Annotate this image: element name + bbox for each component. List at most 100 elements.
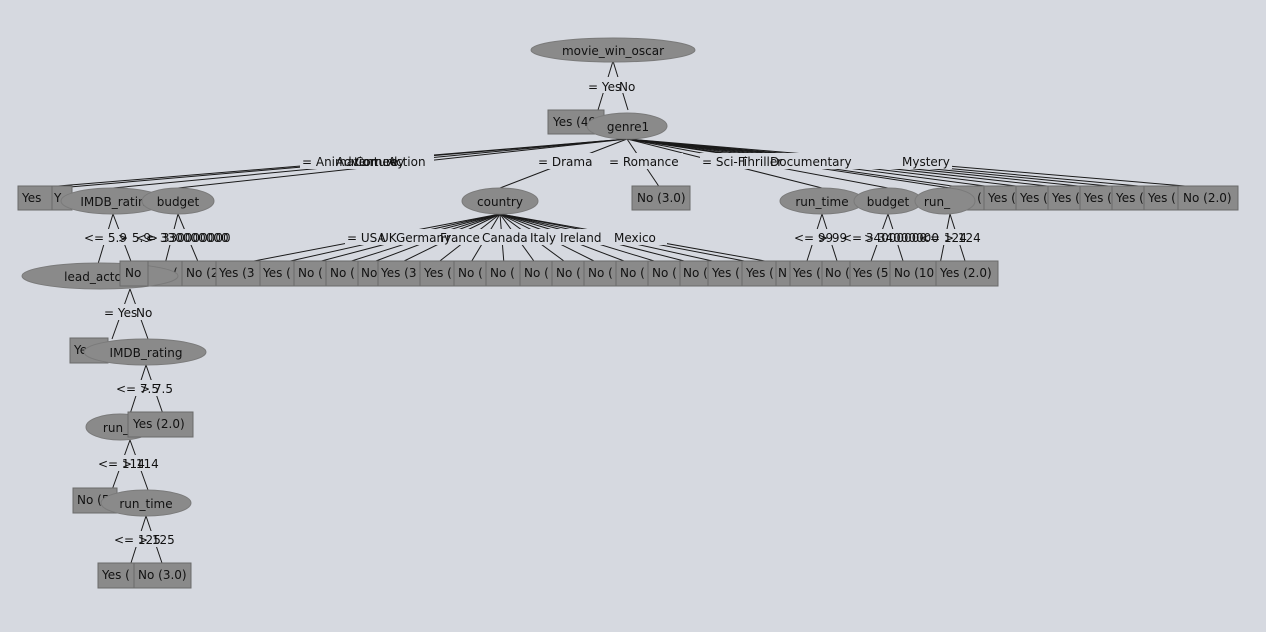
decision-node-movie-win-oscar[interactable]: movie_win_oscar bbox=[530, 37, 696, 63]
svg-text:Yes (: Yes ( bbox=[1019, 191, 1048, 205]
svg-text:Yes (2.0): Yes (2.0) bbox=[132, 417, 185, 431]
leaf-node-budget2-le[interactable]: Yes (5 bbox=[849, 260, 891, 287]
decision-node-imdb-rating-1[interactable]: IMDB_ratin bbox=[60, 187, 166, 215]
svg-text:No (: No ( bbox=[588, 266, 613, 280]
svg-text:IMDB_ratin: IMDB_ratin bbox=[80, 195, 145, 209]
edge-label-genre-mystery: Mystery bbox=[902, 155, 950, 169]
edge-label-country-italy: Italy bbox=[530, 231, 556, 245]
leaf-node-country-11[interactable]: No ( bbox=[551, 260, 585, 287]
leaf-node-genre-right-4[interactable]: Yes ( bbox=[1047, 185, 1081, 211]
svg-text:Yes (: Yes ( bbox=[262, 266, 291, 280]
leaf-node-genre-right-3[interactable]: Yes ( bbox=[1015, 185, 1049, 211]
edge-label-runtime2-gt: > 125 bbox=[138, 533, 175, 547]
svg-text:No (: No ( bbox=[825, 266, 850, 280]
leaf-node-country-9[interactable]: No ( bbox=[485, 260, 521, 287]
svg-text:Yes (: Yes ( bbox=[101, 568, 130, 582]
decision-node-country[interactable]: country bbox=[461, 187, 539, 215]
svg-text:Yes (: Yes ( bbox=[1147, 191, 1176, 205]
svg-text:Yes (: Yes ( bbox=[711, 266, 740, 280]
leaf-node-genre-right-7[interactable]: Yes ( bbox=[1143, 185, 1179, 211]
decision-node-run-2[interactable]: run_ bbox=[914, 187, 976, 215]
svg-text:No (3.0): No (3.0) bbox=[637, 191, 686, 205]
leaf-node-runtime2-gt[interactable]: No (3.0) bbox=[133, 562, 192, 589]
decision-node-run-time-2[interactable]: run_time bbox=[100, 489, 192, 517]
decision-node-genre1[interactable]: genre1 bbox=[586, 112, 668, 140]
svg-text:No: No bbox=[125, 266, 141, 280]
leaf-node-run2[interactable]: Yes (2.0) bbox=[935, 260, 999, 287]
edge-label-runtime1-le: <= 99 bbox=[794, 231, 833, 245]
svg-text:Yes (5: Yes (5 bbox=[852, 266, 889, 280]
edge-label-genre-animation: = Animation bbox=[302, 155, 377, 169]
leaf-node-budget1-gt[interactable]: No (2 bbox=[181, 260, 218, 287]
leaf-node-country-7[interactable]: Yes ( bbox=[419, 260, 455, 287]
svg-text:Yes (3: Yes (3 bbox=[218, 266, 255, 280]
leaf-node-genre-right-5[interactable]: Yes ( bbox=[1079, 185, 1113, 211]
leaf-node-country-15[interactable]: No ( bbox=[679, 260, 709, 287]
leaf-node-genre-animation[interactable]: Yes bbox=[17, 185, 53, 211]
edge-label-imdb2-le: <= 7.5 bbox=[116, 382, 159, 396]
svg-text:No (3.0): No (3.0) bbox=[138, 568, 187, 582]
edge-label-budget1-gt: > 330000000 bbox=[148, 231, 231, 245]
edge-label-genre-thriller: Thriller bbox=[739, 155, 782, 169]
edge-label-country-germany: Germany bbox=[396, 231, 451, 245]
svg-text:movie_win_oscar: movie_win_oscar bbox=[562, 44, 664, 58]
edge-label-budget2-le: <= 34000000 bbox=[842, 231, 927, 245]
leaf-node-runtime2-le[interactable]: Yes ( bbox=[97, 562, 135, 589]
edge-label-genre-documentary: Documentary bbox=[770, 155, 852, 169]
edge-label-imdb1-le: <= 5.9 bbox=[84, 231, 127, 245]
edge-label-genre-comedy: Comedy bbox=[355, 155, 405, 169]
svg-text:Yes (49: Yes (49 bbox=[552, 115, 596, 129]
svg-text:No (: No ( bbox=[458, 266, 483, 280]
edge-label-runtime2-le: <= 125 bbox=[114, 533, 161, 547]
edge-labels: = Yes No = Animation Adventure Comedy Ac… bbox=[82, 77, 981, 547]
leaf-node-country-4[interactable]: No ( bbox=[325, 260, 359, 287]
leaf-node-country-3[interactable]: No ( bbox=[293, 260, 327, 287]
svg-text:No (: No ( bbox=[298, 266, 323, 280]
edge-label-country-mexico: Mexico bbox=[614, 231, 656, 245]
svg-text:Yes (: Yes ( bbox=[1051, 191, 1080, 205]
edge-label-genre-drama: = Drama bbox=[538, 155, 592, 169]
leaf-node-country-18[interactable]: N bbox=[775, 260, 791, 287]
leaf-node-country-16[interactable]: Yes ( bbox=[707, 260, 743, 287]
leaf-node-country-17[interactable]: Yes ( bbox=[741, 260, 777, 287]
svg-text:country: country bbox=[477, 195, 523, 209]
svg-text:run_: run_ bbox=[924, 195, 951, 209]
leaf-node-country-14[interactable]: No ( bbox=[647, 260, 681, 287]
svg-text:Y: Y bbox=[53, 191, 62, 205]
edge-label-genre-scifi: = Sci-Fi bbox=[702, 155, 747, 169]
leaf-node-genre-romance[interactable]: No (3.0) bbox=[631, 185, 691, 211]
leaf-node-country-10[interactable]: No ( bbox=[519, 260, 553, 287]
leaf-node-country-2[interactable]: Yes ( bbox=[259, 260, 295, 287]
leaf-node-country-12[interactable]: No ( bbox=[583, 260, 617, 287]
svg-text:No (: No ( bbox=[524, 266, 549, 280]
edge-label-country-usa: = USA bbox=[347, 231, 386, 245]
decision-node-lead-actor[interactable]: lead_acto bbox=[21, 262, 179, 290]
svg-text:No (: No ( bbox=[330, 266, 355, 280]
leaf-node-country-13[interactable]: No ( bbox=[615, 260, 649, 287]
edge-label-genre-romance: = Romance bbox=[609, 155, 679, 169]
edge-label-budget2-gt: > 34000000 bbox=[864, 231, 939, 245]
leaf-node-runtime1-gt[interactable]: No ( bbox=[821, 260, 851, 287]
leaf-node-genre-right-8[interactable]: No (2.0) bbox=[1177, 185, 1239, 211]
leaf-node-country-8[interactable]: No ( bbox=[453, 260, 487, 287]
decision-node-budget-2[interactable]: budget bbox=[853, 187, 923, 215]
leaf-node-country-6[interactable]: Yes (3 bbox=[377, 260, 421, 287]
leaf-node-budget2-gt[interactable]: No (10 bbox=[889, 260, 937, 287]
leaf-node-runtime1-le[interactable]: Yes ( bbox=[789, 260, 823, 287]
edge-label-root-no: No bbox=[619, 80, 635, 94]
svg-text:No (: No ( bbox=[620, 266, 645, 280]
edge-label-runtime1-gt: > 99 bbox=[818, 231, 847, 245]
svg-text:budget: budget bbox=[867, 195, 910, 209]
edge-label-genre-adventure: Adventure bbox=[336, 155, 398, 169]
decision-node-imdb-rating-2[interactable]: IMDB_rating bbox=[83, 338, 207, 366]
leaf-node-genre-right-2[interactable]: Yes ( bbox=[983, 185, 1017, 211]
leaf-node-country-1[interactable]: Yes (3 bbox=[215, 260, 261, 287]
svg-text:Yes (2.0): Yes (2.0) bbox=[939, 266, 992, 280]
edge-label-genre-action: Action bbox=[388, 155, 426, 169]
decision-node-run-time-1[interactable]: run_time bbox=[779, 187, 865, 215]
svg-text:Yes (: Yes ( bbox=[1083, 191, 1112, 205]
leaf-node-genre-right-6[interactable]: Yes ( bbox=[1111, 185, 1145, 211]
decision-node-budget-1[interactable]: budget bbox=[141, 187, 215, 215]
edge-label-country-france: France bbox=[440, 231, 480, 245]
